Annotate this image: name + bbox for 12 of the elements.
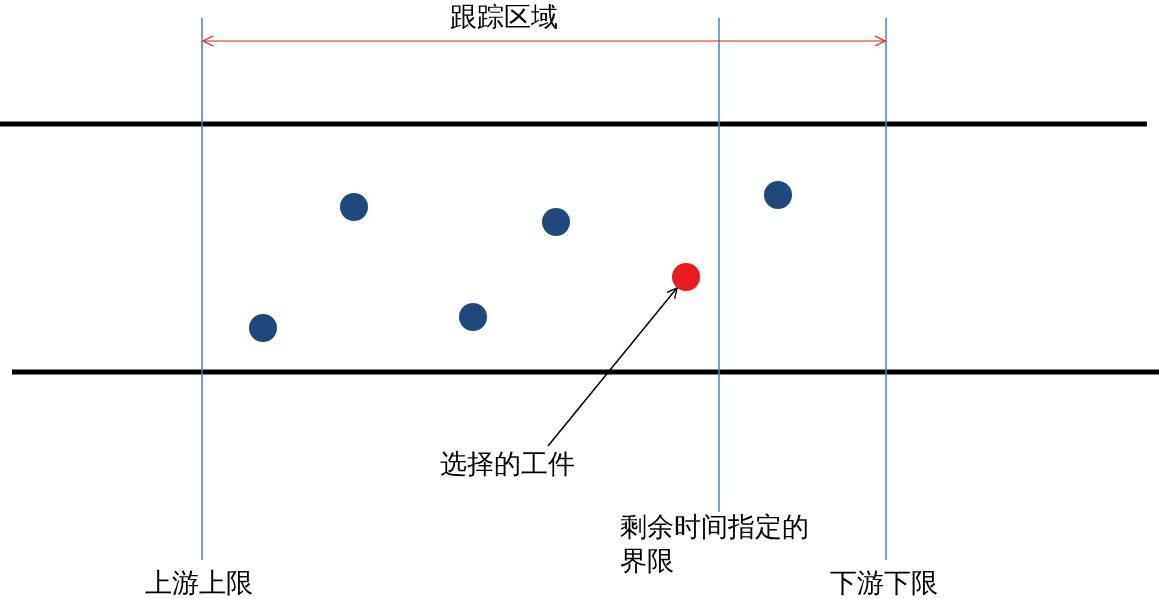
workpiece-dot <box>249 314 277 342</box>
workpiece-dot <box>542 208 570 236</box>
boundary-label: 下游下限 <box>830 566 938 599</box>
workpiece-dot <box>672 263 700 291</box>
leader-line <box>547 287 678 447</box>
dimension-label: 跟踪区域 <box>450 0 558 34</box>
workpiece-dot <box>764 181 792 209</box>
workpiece-dot <box>459 303 487 331</box>
callout-text: 选择的工件 <box>440 447 575 481</box>
boundary-label: 上游上限 <box>145 566 253 599</box>
boundary-label: 剩余时间指定的界限 <box>620 510 810 578</box>
workpiece-dot <box>340 193 368 221</box>
